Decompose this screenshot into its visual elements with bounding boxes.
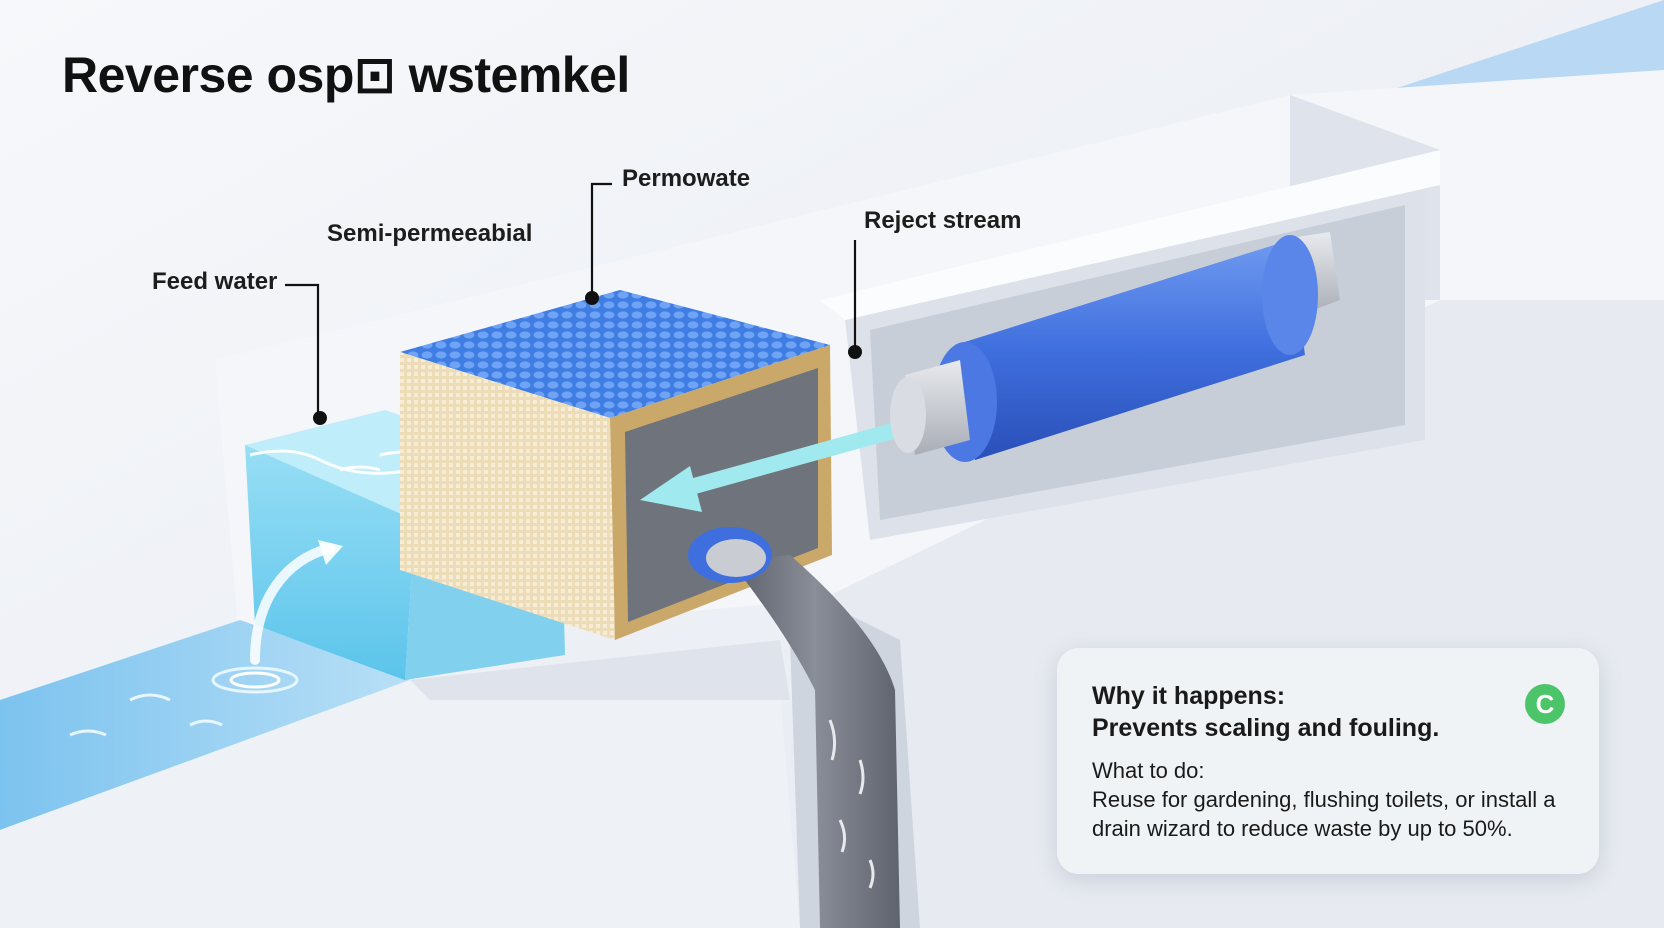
callout-semi-permeable: Semi-permeeabial: [327, 220, 533, 247]
reject-stream-arrowhead: [640, 466, 702, 512]
check-circle-icon: C: [1525, 684, 1565, 724]
inflow-arrow: [250, 543, 335, 665]
what-text-line1: Reuse for gardening, flushing toilets, o…: [1092, 787, 1556, 812]
callout-feed-water: Feed water: [152, 268, 278, 295]
what-heading: What to do:: [1092, 758, 1205, 783]
what-text-line2: drain wizard to reduce waste by up to 50…: [1092, 816, 1513, 841]
info-panel: Why it happens: Prevents scaling and fou…: [1057, 648, 1599, 874]
callout-permeate: Permowate: [622, 165, 751, 192]
reject-stream-marker: [848, 345, 862, 359]
why-heading: Why it happens:: [1092, 682, 1286, 710]
callout-reject-stream: Reject stream: [864, 207, 1022, 234]
callout-leaders: [285, 182, 857, 418]
inflow-arrowhead: [318, 540, 343, 565]
page-title: Reverse osp⊡ wstemkel: [62, 47, 630, 103]
feed-water-channel: [0, 620, 800, 928]
why-text: Prevents scaling and fouling.: [1092, 714, 1440, 742]
drain-outlet: [688, 527, 900, 928]
feed-water-marker: [313, 411, 327, 425]
blue-filter-cartridge: [890, 232, 1340, 462]
permeate-marker: [585, 291, 599, 305]
reject-stream-arrow: [672, 414, 933, 498]
